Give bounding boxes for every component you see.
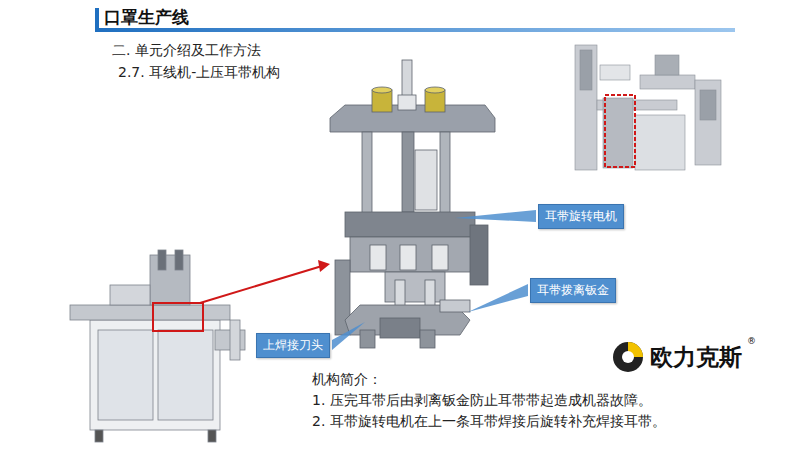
- title-mark: [95, 8, 99, 30]
- logo-icon: [613, 342, 643, 372]
- subsection-heading: 2.7. 耳线机-上压耳带机构: [118, 64, 280, 82]
- leader-line: [332, 210, 536, 350]
- title-bar: [95, 28, 735, 32]
- callout-text: 耳带拨离钣金: [537, 282, 609, 299]
- focus-mark: [605, 95, 635, 167]
- section-heading: 二. 单元介绍及工作方法: [112, 42, 261, 60]
- callout-box: 耳带拨离钣金: [530, 278, 616, 303]
- note-line: 1. 压完耳带后由剥离钣金防止耳带带起造成机器故障。: [312, 392, 652, 410]
- callout-box: 耳带旋转电机: [538, 204, 624, 229]
- zoom-arrow-head: [318, 260, 330, 272]
- note-heading: 机构简介：: [312, 371, 382, 389]
- callout-text: 耳带旋转电机: [545, 208, 617, 225]
- trademark: ®: [747, 336, 756, 346]
- brand-watermark: 欧力克斯: [650, 342, 742, 373]
- focus-mark: [153, 303, 203, 331]
- zoom-arrow: [200, 266, 322, 303]
- overview-machine: [70, 250, 245, 442]
- callout-text: 上焊接刀头: [263, 337, 323, 354]
- thumbnail: [575, 45, 721, 170]
- title: 口罩生产线: [104, 6, 189, 29]
- note-line: 2. 耳带旋转电机在上一条耳带焊接后旋转补充焊接耳带。: [312, 413, 666, 431]
- callout-box: 上焊接刀头: [256, 333, 330, 358]
- mechanism: [330, 60, 495, 348]
